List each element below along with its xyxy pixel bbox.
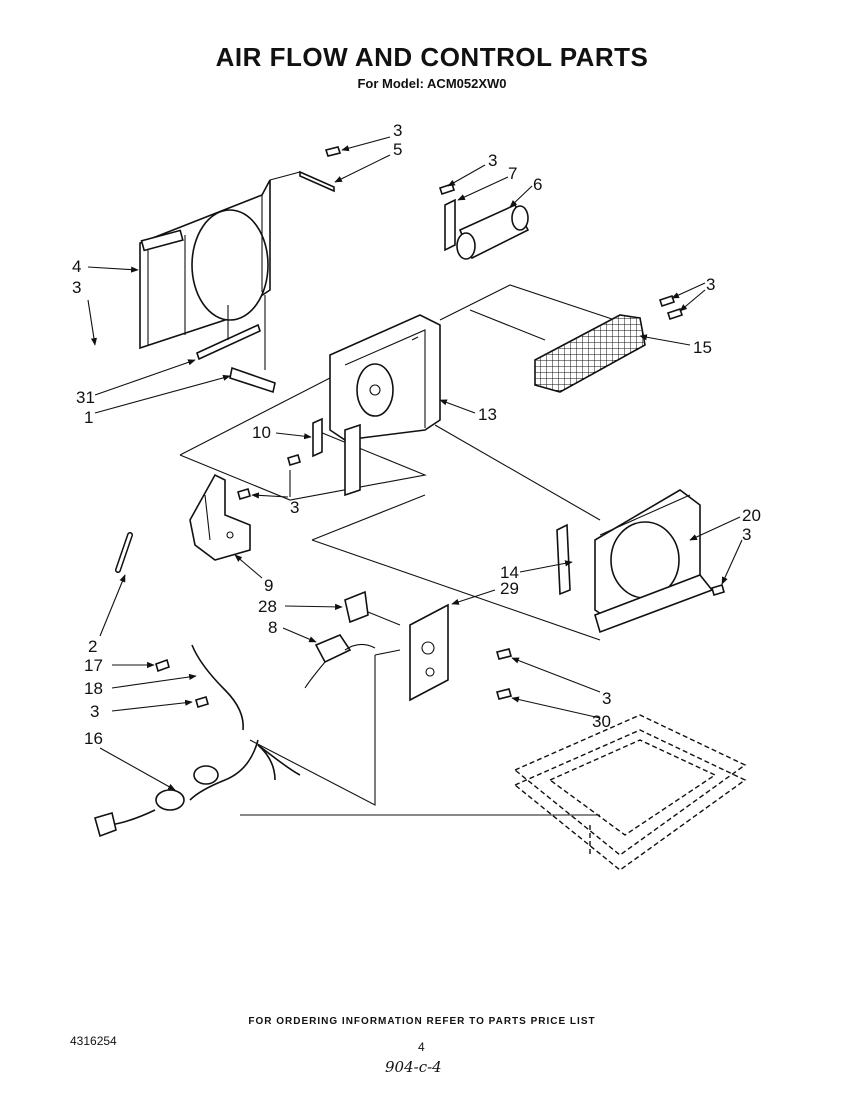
power-cord	[94, 739, 301, 838]
callout-28: 28	[258, 597, 277, 616]
page-title: AIR FLOW AND CONTROL PARTS	[215, 42, 649, 72]
alignment-lines	[179, 284, 616, 816]
base-pan-phantom	[513, 714, 747, 871]
callout-29: 29	[500, 579, 519, 598]
ground-wire	[155, 644, 244, 731]
leader-lines	[87, 136, 743, 791]
callout-15: 15	[693, 338, 712, 357]
callout-6: 6	[533, 175, 542, 194]
document-number: 4316254	[70, 1034, 117, 1048]
callout-10: 10	[252, 423, 271, 442]
callout-3: 3	[742, 525, 751, 544]
ordering-note: FOR ORDERING INFORMATION REFER TO PARTS …	[248, 1016, 596, 1027]
front-shroud-panel	[139, 179, 271, 350]
callout-17: 17	[84, 656, 103, 675]
air-grille	[534, 294, 684, 393]
callout-31: 31	[76, 388, 95, 407]
callout-9: 9	[264, 576, 273, 595]
control-bracket	[189, 473, 251, 561]
callout-labels: 3 5 3 7 6 4 3 3 15 31 1 13 10 3 20 3 9 1…	[72, 121, 761, 748]
callout-1: 1	[84, 408, 93, 427]
callout-4: 4	[72, 257, 81, 276]
callout-3: 3	[72, 278, 81, 297]
control-panel-plate	[409, 603, 512, 702]
callout-16: 16	[84, 729, 103, 748]
callout-30: 30	[592, 712, 611, 731]
base-strips	[196, 295, 276, 394]
callout-3: 3	[290, 498, 299, 517]
selector-switch	[344, 590, 401, 626]
small-clip	[287, 417, 323, 466]
callout-3: 3	[90, 702, 99, 721]
model-subtitle: For Model: ACM052XW0	[357, 76, 507, 91]
thermostat	[304, 634, 376, 689]
rear-shroud	[594, 489, 725, 634]
page-number: 4	[418, 1040, 425, 1054]
callout-18: 18	[84, 679, 103, 698]
center-support-bracket	[329, 314, 441, 497]
callout-5: 5	[393, 140, 402, 159]
top-bracket-strip	[269, 146, 342, 193]
callout-3: 3	[488, 151, 497, 170]
capacitor-assembly	[438, 182, 530, 260]
callout-2: 2	[88, 637, 97, 656]
callout-3: 3	[706, 275, 715, 294]
callout-7: 7	[508, 164, 517, 183]
callout-14: 14	[500, 563, 519, 582]
drain-tube	[115, 532, 133, 573]
vertical-bracket	[556, 523, 571, 596]
callout-13: 13	[478, 405, 497, 424]
callout-3: 3	[602, 689, 611, 708]
callout-3: 3	[393, 121, 402, 140]
callout-8: 8	[268, 618, 277, 637]
callout-20: 20	[742, 506, 761, 525]
handwritten-note: 904-c-4	[385, 1058, 442, 1076]
